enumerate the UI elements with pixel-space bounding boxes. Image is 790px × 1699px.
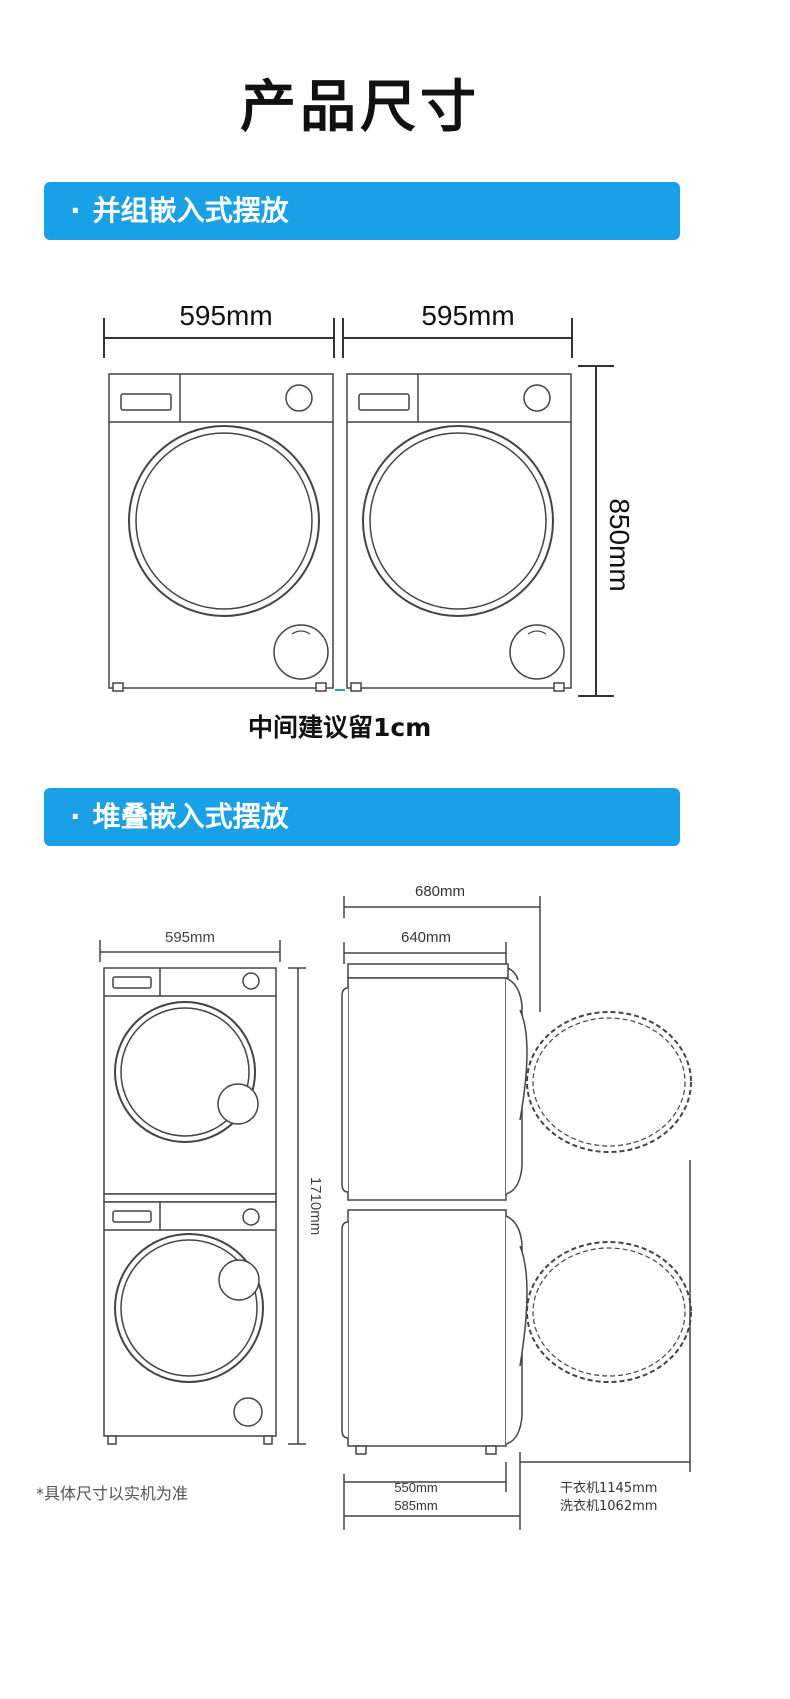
front-washer [103,1201,277,1445]
height-label: 850mm [604,498,635,591]
banner-bullet: · [70,800,81,833]
bottom-depth-2-label: 585mm [394,1498,437,1513]
width-left-label: 595mm [179,300,272,331]
door-swing-arcs [526,1011,692,1383]
page-title: 产品尺寸 [240,75,480,138]
depth-inner-label: 640mm [401,929,451,946]
washer-right [346,373,572,692]
footnote: *具体尺寸以实机为准 [36,1484,189,1503]
side-by-side-diagram: 595mm 595mm 850mm [103,300,635,697]
washer-left [108,373,334,692]
door-open-washer-label: 洗衣机1062mm [560,1498,657,1514]
banner-label: 并组嵌入式摆放 [92,194,289,227]
total-height-label: 1710mm [307,1177,324,1235]
side-washer [341,1209,528,1455]
bottom-depth-1-label: 550mm [394,1480,437,1495]
banner-bullet: · [70,194,81,227]
section-banner-stacked: · 堆叠嵌入式摆放 [44,788,680,846]
gap-note: 中间建议留1cm [248,713,432,742]
width-right-label: 595mm [421,300,514,331]
section-banner-side-by-side: · 并组嵌入式摆放 [44,182,680,240]
door-open-dryer-label: 干衣机1145mm [560,1480,657,1496]
depth-outer-label: 680mm [415,883,465,900]
front-dryer [103,967,277,1203]
banner-label: 堆叠嵌入式摆放 [92,800,289,833]
front-width-label: 595mm [165,929,215,946]
side-dryer [341,963,528,1201]
